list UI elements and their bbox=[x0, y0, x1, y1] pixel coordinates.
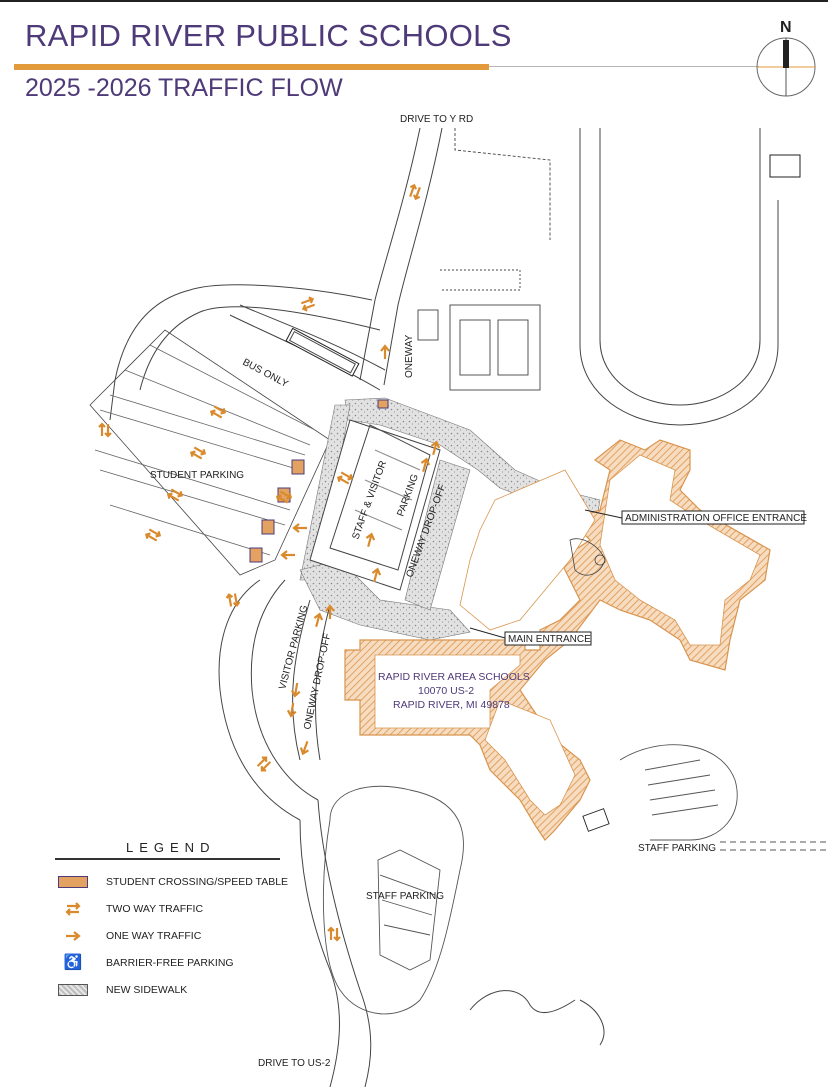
south-staff-parking bbox=[322, 785, 464, 1015]
staff-visitor-parking-lot bbox=[309, 419, 441, 591]
legend-item-two-way: TWO WAY TRAFFIC bbox=[58, 900, 203, 918]
east-staff-parking bbox=[582, 744, 828, 851]
visitor-dropoff-lane bbox=[292, 599, 331, 761]
student-parking-lot bbox=[89, 329, 331, 576]
legend-item-one-way: ONE WAY TRAFFIC bbox=[58, 927, 201, 945]
label-student-parking: STUDENT PARKING bbox=[150, 470, 244, 481]
label-drive-to-y-rd: DRIVE TO Y RD bbox=[400, 114, 473, 125]
crossing-swatch bbox=[58, 876, 88, 888]
page-title: RAPID RIVER PUBLIC SCHOOLS bbox=[25, 18, 512, 53]
main-entrance-callout: MAIN ENTRANCE bbox=[469, 627, 592, 646]
two-way-arrow-icon bbox=[65, 902, 81, 916]
courtyard bbox=[569, 538, 606, 576]
legend-label: BARRIER-FREE PARKING bbox=[106, 957, 234, 969]
wheelchair-icon: ♿ bbox=[63, 954, 83, 971]
label-oneway-dropoff-visitor: ONEWAY DROP-OFF bbox=[302, 632, 333, 730]
legend-item-crossing: STUDENT CROSSING/SPEED TABLE bbox=[58, 873, 288, 891]
title-underline bbox=[14, 64, 489, 70]
legend-item-sidewalk: NEW SIDEWALK bbox=[58, 981, 187, 999]
sidewalk-swatch bbox=[58, 984, 88, 996]
label-main-entrance: MAIN ENTRANCE bbox=[508, 634, 591, 645]
legend-title: LEGEND bbox=[126, 840, 216, 855]
label-admin-entrance: ADMINISTRATION OFFICE ENTRANCE bbox=[625, 513, 807, 524]
title-rule-thin bbox=[489, 66, 759, 67]
label-staff-parking-south: STAFF PARKING bbox=[366, 891, 444, 902]
legend-label: ONE WAY TRAFFIC bbox=[106, 930, 202, 942]
label-school-city: RAPID RIVER, MI 49878 bbox=[393, 699, 510, 711]
top-border bbox=[0, 0, 828, 2]
legend-label: STUDENT CROSSING/SPEED TABLE bbox=[106, 876, 289, 888]
label-school-name: RAPID RIVER AREA SCHOOLS bbox=[378, 671, 530, 683]
admin-entrance-callout: ADMINISTRATION OFFICE ENTRANCE bbox=[584, 509, 807, 525]
legend-rule bbox=[55, 858, 280, 860]
label-oneway-north: ONEWAY bbox=[404, 334, 415, 378]
page-subtitle: 2025 -2026 TRAFFIC FLOW bbox=[25, 74, 343, 102]
label-drive-to-us2: DRIVE TO US-2 bbox=[258, 1058, 331, 1069]
running-track bbox=[579, 128, 801, 426]
label-school-street: 10070 US-2 bbox=[418, 685, 474, 697]
south-access-road bbox=[299, 799, 605, 1087]
north-access-road bbox=[359, 127, 443, 386]
label-staff-parking-east: STAFF PARKING bbox=[638, 843, 716, 854]
one-way-arrow-icon bbox=[64, 930, 81, 942]
bus-lane bbox=[229, 304, 386, 391]
legend-label: TWO WAY TRAFFIC bbox=[106, 903, 204, 915]
compass-label: N bbox=[780, 19, 792, 36]
legend-label: NEW SIDEWALK bbox=[106, 984, 188, 996]
legend-item-barrier-free: ♿ BARRIER-FREE PARKING bbox=[58, 954, 234, 972]
north-compass-icon: N bbox=[756, 19, 816, 97]
tennis-courts bbox=[417, 128, 551, 391]
